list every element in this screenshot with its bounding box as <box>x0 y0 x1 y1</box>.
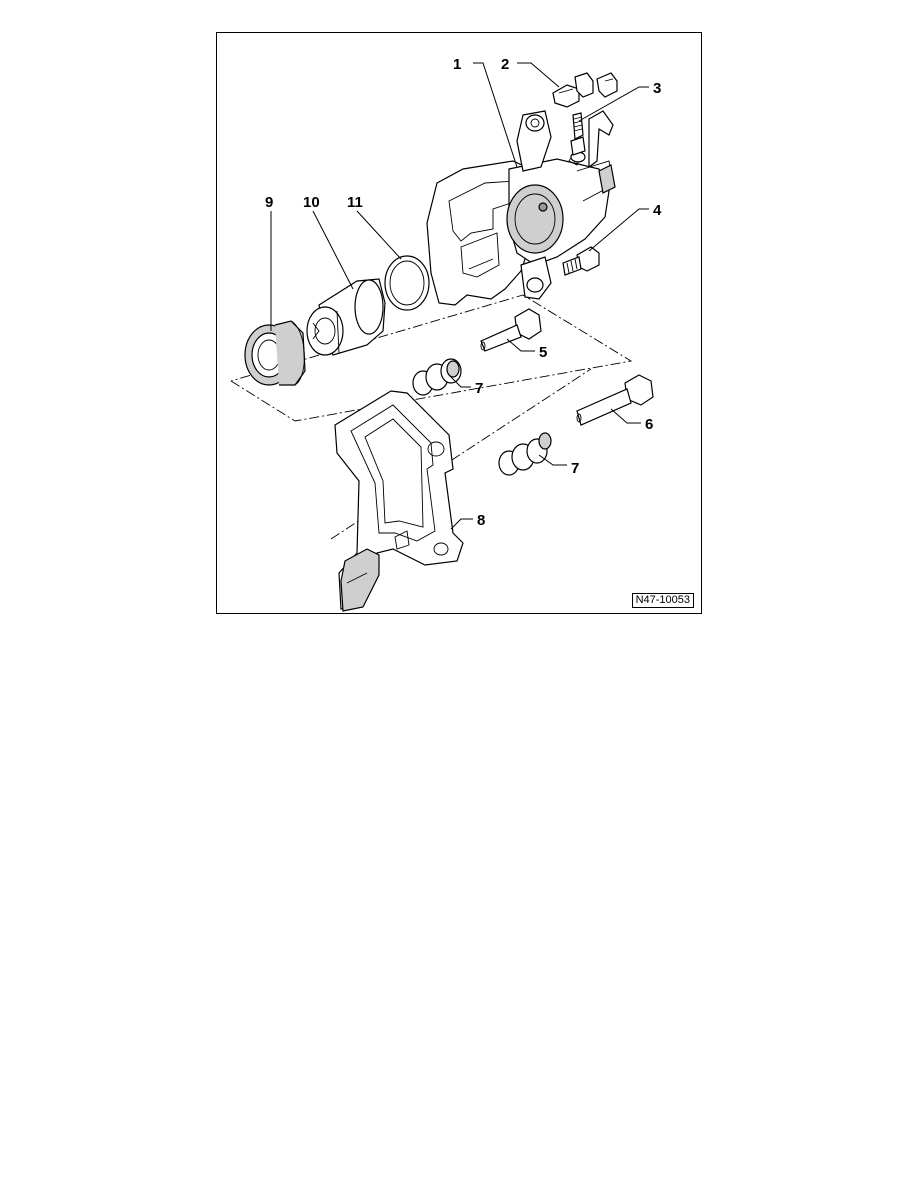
assembly-outline-upper <box>230 294 633 422</box>
part-1-caliper-housing <box>426 110 616 306</box>
assembly-outline-lower <box>330 368 592 540</box>
callout-10: 10 <box>303 194 320 211</box>
part-10-piston <box>306 278 386 356</box>
part-3-bleeder-valve <box>570 112 586 163</box>
part-5-guide-pin-upper <box>480 308 542 352</box>
figure-reference-id: N47-10053 <box>631 593 694 608</box>
part-9-dust-boot <box>244 320 306 386</box>
leader-lines <box>270 62 649 530</box>
callout-1: 1 <box>453 56 461 73</box>
part-2-bleed-cap <box>552 72 618 108</box>
part-11-seal-ring <box>384 255 430 311</box>
callout-5: 5 <box>539 344 547 361</box>
callout-2: 2 <box>501 56 509 73</box>
callout-11: 11 <box>347 194 363 211</box>
part-7-guide-sleeve-lower <box>498 432 552 476</box>
part-7-guide-sleeve-upper <box>412 358 462 396</box>
callout-7-upper: 7 <box>475 380 483 397</box>
part-6-guide-pin-lower <box>576 374 654 426</box>
callout-labels: 1 2 3 4 5 6 7 7 8 9 10 11 <box>265 56 662 529</box>
callout-9: 9 <box>265 194 273 211</box>
exploded-view-figure: 1 2 3 4 5 6 7 7 8 9 10 11 N47-10053 <box>216 32 702 614</box>
callout-3: 3 <box>653 80 661 97</box>
brake-caliper-exploded-diagram: 1 2 3 4 5 6 7 7 8 9 10 11 <box>230 56 662 612</box>
callout-4: 4 <box>653 202 662 219</box>
callout-6: 6 <box>645 416 653 433</box>
callout-8: 8 <box>477 512 485 529</box>
part-8-bracket <box>334 390 464 612</box>
part-4-bolt <box>562 246 600 276</box>
callout-7-lower: 7 <box>571 460 579 477</box>
